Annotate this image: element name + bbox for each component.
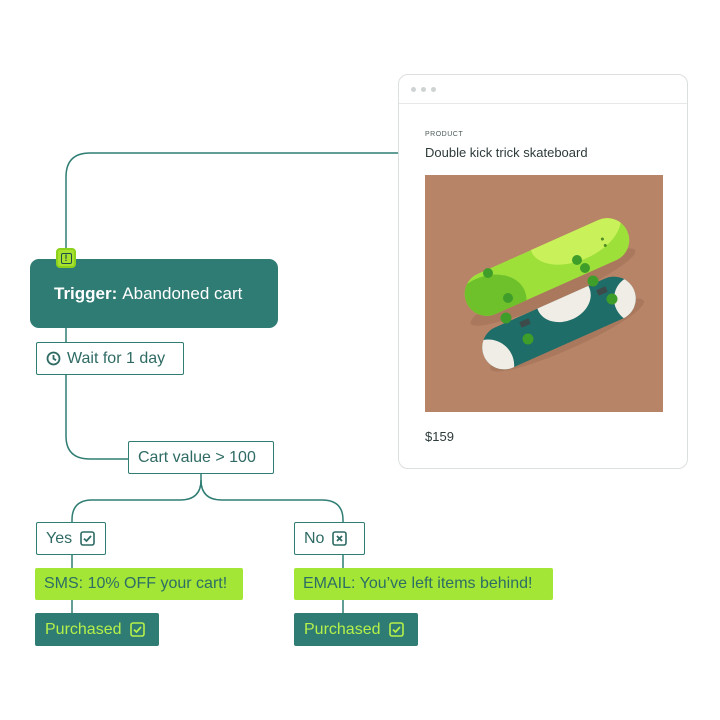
yes-label: Yes — [46, 529, 73, 547]
purchased-yes-node[interactable]: Purchased — [35, 613, 159, 646]
no-label: No — [304, 529, 325, 547]
checkbox-checked-icon — [80, 531, 95, 546]
trigger-value: Abandoned cart — [122, 283, 243, 303]
product-window: PRODUCT Double kick trick skateboard — [398, 74, 688, 469]
product-image — [425, 175, 663, 412]
connector-condition-split — [71, 474, 202, 522]
product-price: $159 — [425, 429, 454, 444]
checkbox-x-icon — [332, 531, 348, 546]
connector-product-to-trigger — [65, 152, 398, 250]
product-name: Double kick trick skateboard — [425, 145, 588, 160]
window-dot — [421, 86, 426, 92]
trigger-label: Trigger: — [54, 283, 118, 303]
window-dot — [431, 86, 436, 92]
wait-node[interactable]: Wait for 1 day — [36, 342, 184, 375]
email-label: EMAIL: You’ve left items behind! — [303, 575, 533, 592]
alert-icon: ! — [56, 248, 76, 268]
alert-mark: ! — [60, 252, 72, 264]
skateboard-photo-icon — [425, 175, 663, 412]
clock-icon — [46, 351, 61, 366]
condition-node[interactable]: Cart value > 100 — [128, 441, 274, 474]
condition-label: Cart value > 100 — [138, 448, 256, 466]
wait-label: Wait for 1 day — [67, 349, 166, 367]
purchased-no-label: Purchased — [304, 620, 381, 638]
product-kicker: PRODUCT — [425, 131, 464, 138]
window-dot — [411, 86, 416, 92]
connector-condition-no — [200, 479, 344, 522]
sms-action-node[interactable]: SMS: 10% OFF your cart! — [35, 568, 243, 600]
checkbox-checked-icon — [129, 622, 145, 637]
connector-wait-to-condition — [65, 375, 128, 460]
purchased-yes-label: Purchased — [45, 620, 122, 638]
window-titlebar — [399, 75, 687, 104]
yes-branch-node[interactable]: Yes — [36, 522, 106, 555]
trigger-node[interactable]: Trigger: Abandoned cart — [30, 259, 278, 328]
checkbox-checked-icon — [388, 622, 404, 637]
no-branch-node[interactable]: No — [294, 522, 365, 555]
purchased-no-node[interactable]: Purchased — [294, 613, 418, 646]
email-action-node[interactable]: EMAIL: You’ve left items behind! — [294, 568, 553, 600]
sms-label: SMS: 10% OFF your cart! — [44, 575, 228, 592]
